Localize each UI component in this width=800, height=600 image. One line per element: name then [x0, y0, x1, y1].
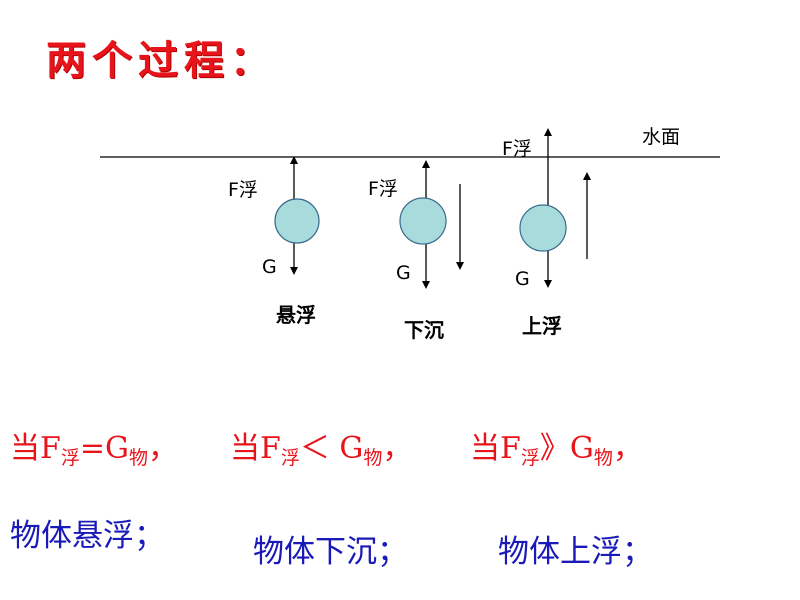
condition-subscript: 物 — [128, 447, 148, 469]
condition-relation: 》G — [539, 431, 594, 466]
condition-subscript: 浮 — [520, 447, 540, 469]
caption-sink: 下沉 — [404, 318, 444, 342]
condition-subscript: 浮 — [280, 447, 300, 469]
condition-suffix: ， — [382, 431, 413, 466]
gravity-label-sink: G — [396, 262, 411, 284]
condition-rise: 当F浮》G物， — [470, 423, 643, 470]
object-ball-rise — [519, 204, 567, 252]
buoyancy-label-rise: F浮 — [502, 138, 532, 160]
condition-relation: ＜ G — [299, 431, 364, 466]
condition-subscript: 物 — [363, 447, 383, 469]
condition-relation: =G — [79, 431, 129, 466]
result-rise: 物体上浮； — [498, 534, 653, 570]
condition-subscript: 物 — [593, 447, 613, 469]
result-suspend: 物体悬浮； — [10, 518, 165, 554]
object-ball-sink — [399, 197, 447, 245]
object-ball-suspend — [274, 198, 320, 244]
gravity-label-rise: G — [515, 268, 530, 290]
condition-prefix: 当F — [230, 431, 281, 466]
result-sink: 物体下沉； — [253, 534, 408, 570]
condition-suffix: ， — [612, 431, 643, 466]
page-title: 两个过程： — [46, 38, 276, 84]
caption-rise: 上浮 — [522, 314, 562, 338]
condition-suspend: 当F浮=G物， — [10, 423, 178, 470]
condition-suffix: ， — [147, 431, 178, 466]
buoyancy-label-suspend: F浮 — [228, 179, 258, 201]
condition-prefix: 当F — [10, 431, 61, 466]
buoyancy-label-sink: F浮 — [368, 178, 398, 200]
condition-sink: 当F浮＜ G物， — [230, 423, 412, 470]
caption-suspend: 悬浮 — [276, 303, 316, 327]
condition-subscript: 浮 — [60, 447, 80, 469]
gravity-label-suspend: G — [262, 256, 277, 278]
water-surface-label: 水面 — [642, 126, 681, 148]
condition-prefix: 当F — [470, 431, 521, 466]
